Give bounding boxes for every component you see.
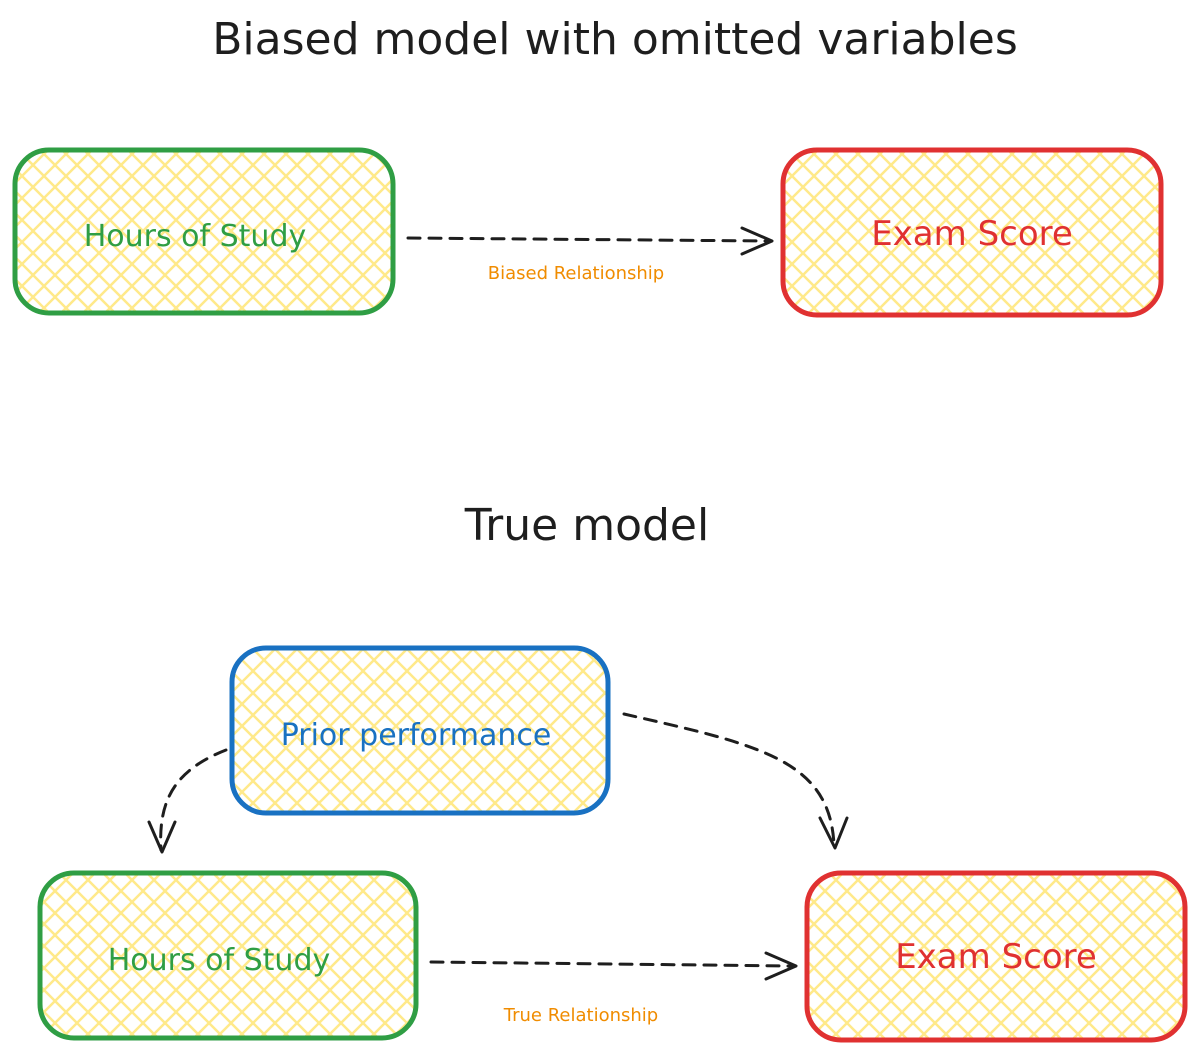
biased-hours-of-study-node: Hours of Study: [12, 147, 396, 316]
prior-to-exam-arrow: [622, 712, 849, 850]
true-hours-of-study-node: Hours of Study: [37, 870, 419, 1041]
arrow-head-icon: [764, 951, 798, 981]
prior-to-hours-arrow: [147, 748, 228, 854]
true-relationship-label: True Relationship: [503, 1005, 658, 1026]
biased-relationship-arrow: [406, 226, 774, 256]
biased-model-title: Biased model with omitted variables: [212, 14, 1018, 65]
prior-performance-label: Prior performance: [281, 718, 552, 753]
true-relationship-arrow: [429, 951, 798, 981]
arrow-head-icon: [818, 816, 849, 850]
prior-performance-node: Prior performance: [229, 645, 611, 816]
biased-exam-score-node: Exam Score: [780, 147, 1164, 318]
arrow-head-icon: [147, 820, 177, 854]
biased-hours-of-study-label: Hours of Study: [84, 219, 307, 254]
biased-exam-score-label: Exam Score: [871, 214, 1073, 254]
biased-relationship-label: Biased Relationship: [488, 263, 664, 284]
true-exam-score-label: Exam Score: [895, 937, 1097, 977]
arrow-head-icon: [740, 226, 774, 256]
true-model-title: True model: [464, 500, 709, 551]
true-exam-score-node: Exam Score: [804, 870, 1188, 1043]
true-hours-of-study-label: Hours of Study: [108, 943, 331, 978]
